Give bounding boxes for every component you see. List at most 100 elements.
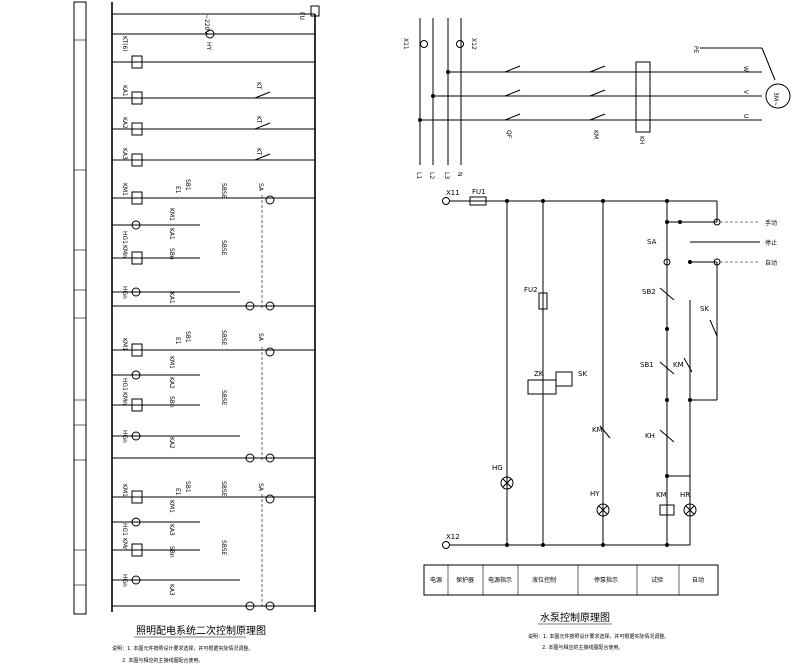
coil-rows: KT(6) KA1 KT KA2 KT KA3 KT bbox=[112, 36, 315, 167]
fuse-fu1-icon bbox=[469, 196, 487, 206]
svg-text:X12: X12 bbox=[446, 533, 460, 541]
svg-text:KA1: KA1 bbox=[168, 228, 175, 240]
svg-text:V: V bbox=[742, 90, 749, 95]
svg-text:SBSE: SBSE bbox=[220, 390, 227, 406]
svg-text:HG1: HG1 bbox=[121, 523, 128, 536]
control-block-1: KM1 HG1 KMn HGn SB1 E1 KM1 KA1 SBn KA1 S… bbox=[112, 179, 315, 311]
supply-lamp-icon bbox=[205, 29, 215, 39]
svg-text:KMn: KMn bbox=[121, 392, 128, 405]
lamp-hy-icon bbox=[596, 503, 610, 517]
motor-icon bbox=[765, 83, 791, 109]
svg-text:停泵指示: 停泵指示 bbox=[594, 576, 618, 584]
lamp-icon bbox=[131, 220, 141, 230]
svg-text:KM: KM bbox=[656, 491, 667, 499]
svg-text:SB1: SB1 bbox=[184, 331, 191, 343]
svg-text:SBn: SBn bbox=[168, 248, 175, 260]
fuse-icon bbox=[310, 5, 320, 17]
pump-note-1: 说明：1. 本图元件按照设计要求选择，并可根据实际情况调整。 bbox=[528, 633, 669, 640]
lighting-control-diagram: ~220V HY FU KT(6) KA1 KT KA2 KT KA3 KT bbox=[73, 1, 320, 664]
pump-title: 水泵控制原理图 bbox=[540, 611, 610, 624]
contactor-coil-icon bbox=[131, 251, 143, 265]
svg-text:3M~: 3M~ bbox=[772, 92, 779, 106]
supply-label: ~220V bbox=[203, 14, 210, 35]
lamp-icon bbox=[131, 370, 141, 380]
svg-text:SB1: SB1 bbox=[640, 361, 654, 369]
terminal-x12-icon bbox=[442, 541, 450, 549]
breaker-x12-icon bbox=[456, 40, 464, 48]
svg-text:SBSE: SBSE bbox=[220, 240, 227, 256]
svg-text:液位控制: 液位控制 bbox=[532, 576, 556, 584]
svg-text:FU2: FU2 bbox=[524, 286, 538, 294]
svg-text:KMn: KMn bbox=[121, 245, 128, 258]
svg-text:ZK: ZK bbox=[534, 370, 544, 378]
svg-text:SBSE: SBSE bbox=[220, 481, 227, 497]
thermal-relay-icon bbox=[635, 61, 651, 133]
pump-power-circuit: X11 X12 QF KM KH PE 3M~ W V U L1 L2 L3 N bbox=[402, 18, 791, 179]
svg-text:HGn: HGn bbox=[121, 430, 128, 443]
svg-text:HR: HR bbox=[680, 491, 690, 499]
svg-text:PE: PE bbox=[692, 46, 699, 54]
svg-text:KM1: KM1 bbox=[121, 484, 128, 497]
svg-text:L3: L3 bbox=[443, 172, 450, 179]
control-block-2: KM1 HG1 KMn HGn SB1 E1 KM1 KA2 SBn KA2 S… bbox=[112, 330, 315, 463]
mode-manual: 手动 bbox=[765, 219, 777, 227]
mode-stop: 停止 bbox=[765, 239, 777, 247]
svg-text:X11: X11 bbox=[446, 189, 460, 197]
svg-text:W: W bbox=[742, 66, 749, 72]
svg-text:KM: KM bbox=[592, 426, 603, 434]
timer-contact-label: KT bbox=[255, 116, 262, 123]
lighting-note-2: 2. 本图与相应的主接线图配合使用。 bbox=[122, 657, 203, 664]
contactor-coil-icon bbox=[131, 490, 143, 504]
svg-text:FU1: FU1 bbox=[472, 188, 486, 196]
svg-text:自动: 自动 bbox=[692, 576, 704, 584]
lamp-hg-icon bbox=[500, 476, 514, 490]
svg-text:保护器: 保护器 bbox=[456, 576, 474, 584]
svg-text:E1: E1 bbox=[174, 488, 181, 496]
coil-label: KA2 bbox=[121, 117, 128, 129]
coil-icon bbox=[131, 91, 143, 105]
lamp-icon bbox=[131, 431, 141, 441]
lamp-icon bbox=[131, 575, 141, 585]
svg-text:QF: QF bbox=[505, 130, 512, 139]
svg-text:KM: KM bbox=[673, 361, 684, 369]
supply-lamp-label: HY bbox=[205, 42, 212, 51]
svg-text:KA2: KA2 bbox=[168, 377, 175, 389]
breaker-x11-icon bbox=[420, 40, 428, 48]
svg-text:SB1: SB1 bbox=[184, 481, 191, 493]
svg-text:SB1: SB1 bbox=[184, 179, 191, 191]
svg-text:SBSE: SBSE bbox=[220, 540, 227, 556]
svg-text:HY: HY bbox=[590, 490, 600, 498]
lamp-hr-icon bbox=[683, 503, 697, 517]
svg-text:KA2: KA2 bbox=[168, 437, 175, 449]
contactor-coil-icon bbox=[131, 191, 143, 205]
svg-text:电源: 电源 bbox=[430, 576, 442, 584]
coil-icon bbox=[131, 122, 143, 136]
timer-contact-label: KT bbox=[255, 82, 262, 89]
svg-text:KA3: KA3 bbox=[168, 584, 175, 596]
svg-text:KA3: KA3 bbox=[168, 524, 175, 536]
lighting-note-1: 说明：1. 本图元件按照设计要求选择，并可根据实际情况调整。 bbox=[112, 645, 253, 652]
lighting-title: 照明配电系统二次控制原理图 bbox=[136, 624, 266, 637]
svg-text:U: U bbox=[742, 114, 749, 118]
coil-icon bbox=[131, 153, 143, 167]
contactor-coil-icon bbox=[131, 398, 143, 412]
svg-text:KM1: KM1 bbox=[168, 208, 175, 221]
svg-text:试验: 试验 bbox=[651, 576, 663, 584]
zk-relay-icon bbox=[527, 379, 557, 395]
lamp-icon bbox=[131, 287, 141, 297]
svg-text:KMn: KMn bbox=[121, 538, 128, 551]
contactor-coil-icon bbox=[131, 343, 143, 357]
svg-text:SBSE: SBSE bbox=[220, 330, 227, 346]
svg-text:N: N bbox=[456, 172, 463, 177]
svg-text:E1: E1 bbox=[174, 337, 181, 345]
svg-text:L1: L1 bbox=[415, 172, 422, 179]
fuse-label: FU bbox=[298, 12, 305, 20]
timer-contact-label: KT bbox=[255, 148, 262, 155]
control-block-3: KM1 HG1 KMn HGn SB1 E1 KM1 KA3 SBn KA3 S… bbox=[112, 481, 315, 611]
mode-auto: 自动 bbox=[765, 259, 777, 267]
contactor-coil-icon bbox=[131, 543, 143, 557]
svg-text:HGn: HGn bbox=[121, 574, 128, 587]
svg-text:SB2: SB2 bbox=[642, 288, 656, 296]
svg-text:SBn: SBn bbox=[168, 546, 175, 558]
